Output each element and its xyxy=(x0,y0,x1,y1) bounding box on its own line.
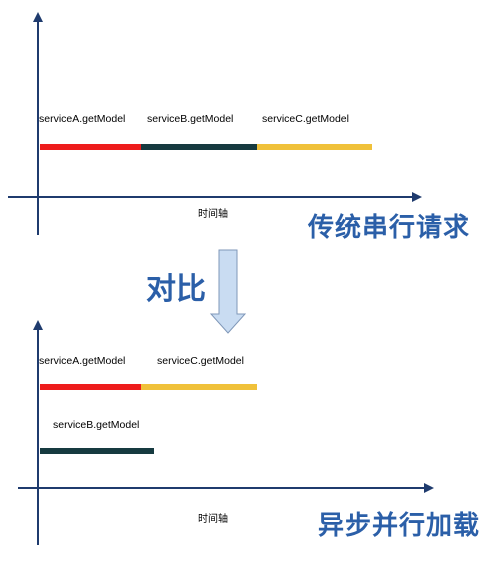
serial-diagram: serviceA.getModel serviceB.getModel serv… xyxy=(8,12,470,243)
parallel-bar-serviceC xyxy=(141,384,257,390)
parallel-bar-serviceB xyxy=(40,448,154,454)
serial-label-serviceB: serviceB.getModel xyxy=(147,113,233,125)
parallel-label-serviceB: serviceB.getModel xyxy=(53,419,139,431)
serial-x-axis-label: 时间轴 xyxy=(198,207,228,220)
down-arrow-icon xyxy=(209,249,247,334)
serial-label-serviceA: serviceA.getModel xyxy=(39,113,125,125)
compare-label: 对比 xyxy=(146,272,206,307)
parallel-diagram: serviceA.getModel serviceC.getModel serv… xyxy=(18,320,480,545)
parallel-caption: 异步并行加载 xyxy=(318,510,480,541)
serial-label-serviceC: serviceC.getModel xyxy=(262,113,349,125)
serial-bar-serviceB xyxy=(141,144,257,150)
parallel-label-serviceA: serviceA.getModel xyxy=(39,355,125,367)
serial-bar-serviceA xyxy=(40,144,141,150)
parallel-bar-serviceA xyxy=(40,384,141,390)
parallel-x-axis-label: 时间轴 xyxy=(198,512,228,525)
parallel-label-serviceC: serviceC.getModel xyxy=(157,355,244,367)
serial-caption: 传统串行请求 xyxy=(307,212,470,243)
serial-bar-serviceC xyxy=(257,144,372,150)
